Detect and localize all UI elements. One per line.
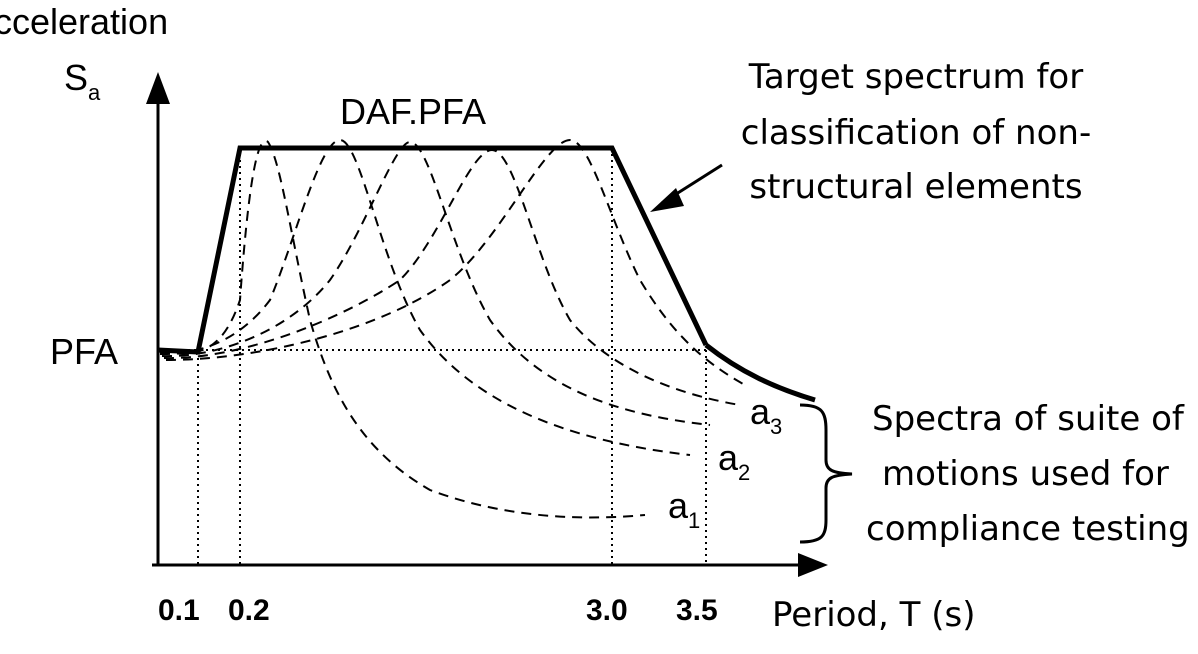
suite-annotation-line-3: compliance testing [866, 509, 1190, 549]
target-annotation-line-2: classification of non- [741, 113, 1091, 153]
suite-annotation-line-2: motions used for [882, 454, 1169, 494]
curve-label-a3: a3 [750, 391, 782, 439]
curve-label-a1: a1 [668, 485, 700, 533]
target-annotation-arrowhead [650, 188, 684, 212]
suite-annotation-line-1: Spectra of suite of [872, 399, 1185, 439]
x-tick-0-2: 0.2 [228, 594, 270, 627]
target-spectrum-tail [704, 343, 816, 403]
daf-pfa-label: DAF.PFA [340, 91, 486, 132]
motion-spectrum-5 [165, 138, 746, 386]
x-tick-0-1: 0.1 [158, 594, 200, 627]
y-axis-symbol: Sa [64, 57, 101, 105]
x-axis-arrowhead [798, 553, 828, 577]
x-tick-3-5: 3.5 [676, 594, 718, 627]
motion-spectrum-a1 [159, 140, 646, 519]
y-axis-title: cceleration [0, 1, 168, 42]
motion-spectrum-2 [159, 138, 691, 456]
y-axis-arrowhead [146, 72, 170, 104]
x-tick-3-0: 3.0 [586, 594, 628, 627]
pfa-label: PFA [50, 331, 118, 372]
target-annotation-line-1: Target spectrum for [748, 57, 1083, 97]
suite-brace [799, 403, 853, 544]
x-axis-title: Period, T (s) [772, 595, 975, 635]
target-spectrum-line [157, 145, 709, 355]
curve-label-a2: a2 [718, 437, 750, 485]
target-annotation-line-3: structural elements [749, 167, 1082, 207]
